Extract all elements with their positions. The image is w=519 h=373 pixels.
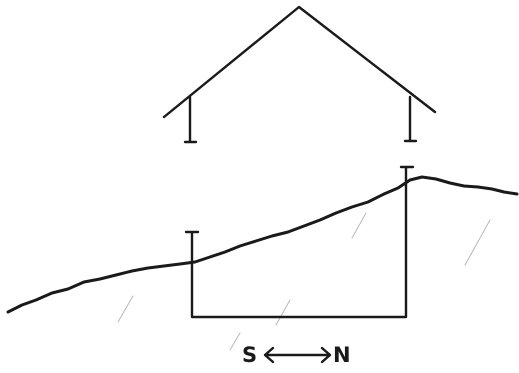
hatch-mark	[275, 299, 291, 326]
hatch-mark	[229, 332, 241, 351]
right-upper-wall	[403, 95, 418, 143]
ground-line	[6, 175, 519, 314]
left-upper-wall	[183, 95, 198, 144]
basement-outline	[184, 165, 415, 319]
hatch-mark	[351, 212, 367, 239]
north-label: N	[333, 343, 351, 367]
double-arrow-icon	[263, 346, 332, 364]
roof-line	[162, 5, 437, 119]
direction-indicator: S N	[242, 343, 351, 367]
south-label: S	[242, 343, 257, 367]
ground-hatching	[117, 212, 491, 351]
hatch-mark	[464, 219, 491, 266]
hatch-mark	[117, 295, 134, 323]
